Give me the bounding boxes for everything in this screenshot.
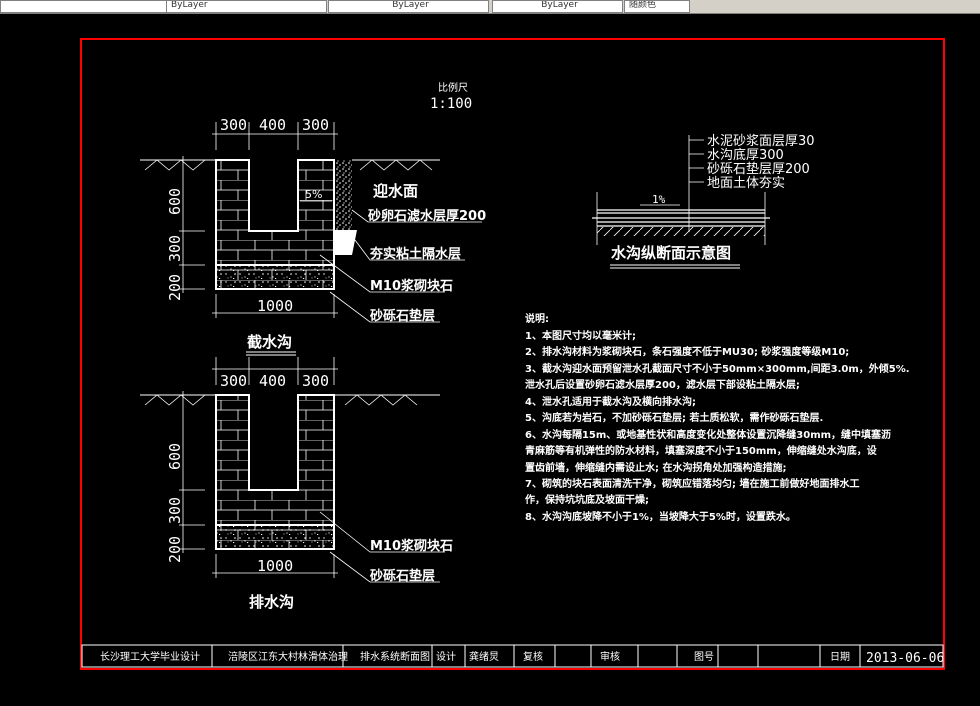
intercept-ditch-section: 300 400 300 600 300 200 1000 5% 迎水面 砂卵石滤… (140, 116, 486, 356)
longitudinal-section: 1% 水泥砂浆面层厚30 水沟底厚300 砂砾石垫层厚200 地面土体夯实 水沟… (592, 134, 815, 269)
color-dropdown[interactable]: ByLayer (166, 0, 327, 13)
designer-name: 龚绪炅 (469, 650, 499, 663)
dim-left-3: 200 (166, 274, 184, 301)
dim-top-2: 400 (259, 116, 286, 134)
scale-value: 1:100 (430, 96, 472, 112)
note-line: 泄水孔后设置砂卵石滤水层厚200，滤水层下部设粘土隔水层; (525, 378, 800, 391)
dim-top-3: 300 (302, 116, 329, 134)
drain-ditch-title: 排水沟 (249, 593, 294, 611)
review-label: 审核 (600, 650, 620, 663)
layer-label-bottom: 水沟底厚300 (707, 147, 784, 163)
lineweight-dropdown[interactable]: ByLayer (492, 0, 623, 13)
note-line: 4、泄水孔适用于截水沟及横向排水沟; (525, 395, 696, 408)
filter-layer (334, 160, 352, 230)
note-line: 青麻筋等有机弹性的防水材料，填塞深度不小于150mm，伸缩缝处水沟底，设 (525, 444, 877, 457)
notes: 说明: 1、本图尺寸均以毫米计; 2、排水沟材料为浆砌块石，条石强度不低于MU3… (525, 312, 910, 523)
note-line: 2、排水沟材料为浆砌块石，条石强度不低于MU30; 砂浆强度等级M10; (525, 345, 849, 358)
dim-bottom: 1000 (257, 297, 293, 315)
slope-label: 5% (305, 188, 322, 201)
note-line: 7、砌筑的块石表面清洗干净，砌筑应错落均匀; 墙在施工前做好地面排水工 (525, 477, 859, 490)
label-masonry: M10浆砌块石 (370, 538, 453, 554)
gravel-cushion-layer (215, 264, 335, 290)
layer-label-ground: 地面土体夯实 (707, 176, 785, 191)
intercept-ditch-title: 截水沟 (247, 333, 292, 351)
drawing-name: 排水系统断面图 (360, 650, 430, 663)
layer-label-mortar: 水泥砂浆面层厚30 (707, 134, 815, 149)
longitudinal-title: 水沟纵断面示意图 (611, 244, 731, 262)
number-label: 图号 (694, 651, 714, 663)
plotstyle-dropdown[interactable]: 随颜色 (624, 0, 690, 13)
dim-left-3: 200 (166, 536, 184, 563)
date-label: 日期 (830, 651, 850, 663)
title-block: 长沙理工大学毕业设计 涪陵区江东大村林滑体治理 排水系统断面图 设计 龚绪炅 复… (81, 644, 944, 668)
label-clay-layer: 夯实粘土隔水层 (369, 246, 461, 262)
note-line: 作，保持坑坑底及坡面干燥; (525, 493, 649, 506)
project-name: 涪陵区江东大村林滑体治理 (228, 650, 348, 663)
dim-left-2: 300 (166, 497, 184, 524)
dim-top-1: 300 (220, 372, 247, 390)
label-upstream-face: 迎水面 (373, 182, 418, 200)
note-line: 置齿前墙，伸缩缝内需设止水; 在水沟拐角处加强构造措施; (525, 461, 786, 474)
note-line: 3、截水沟迎水面预留泄水孔截面尺寸不小于50mm×300mm,间距3.0m，外倾… (525, 362, 910, 375)
notes-heading: 说明: (525, 312, 549, 325)
dim-left-1: 600 (166, 443, 184, 470)
dim-bottom: 1000 (257, 557, 293, 575)
drawing-frame (80, 38, 945, 670)
label-filter-layer: 砂卵石滤水层厚200 (367, 208, 486, 224)
note-line: 8、水沟沟底坡降不小于1%，当坡降大于5%时，设置跌水。 (525, 510, 796, 523)
dim-left-2: 300 (166, 235, 184, 262)
dim-top-1: 300 (220, 116, 247, 134)
scale-label: 比例尺 (438, 81, 468, 94)
layer-label-cushion: 砂砾石垫层厚200 (707, 161, 810, 177)
clay-layer (334, 230, 357, 255)
dim-left-1: 600 (166, 188, 184, 215)
design-label: 设计 (436, 650, 456, 663)
dim-top-2: 400 (259, 372, 286, 390)
school-name: 长沙理工大学毕业设计 (100, 650, 200, 663)
drawing-canvas[interactable]: 比例尺 1:100 300 400 300 600 300 200 1000 5… (0, 14, 980, 706)
slope-label: 1% (652, 193, 666, 206)
date-value: 2013-06-06 (866, 651, 944, 666)
label-cushion: 砂砾石垫层 (369, 568, 435, 584)
label-masonry: M10浆砌块石 (370, 278, 453, 294)
linetype-dropdown[interactable]: ByLayer (328, 0, 489, 13)
drain-ditch-section: 300 400 300 600 300 200 1000 M10浆砌块石 砂砾石… (140, 357, 453, 611)
note-line: 5、沟底若为岩石，不加砂砾石垫层; 若土质松软，需作砂砾石垫层. (525, 411, 823, 424)
properties-toolbar: ByLayer ByLayer ByLayer 随颜色 (0, 0, 980, 14)
dim-top-3: 300 (302, 372, 329, 390)
check-label: 复核 (523, 650, 543, 663)
note-line: 1、本图尺寸均以毫米计; (525, 329, 636, 342)
label-cushion: 砂砾石垫层 (369, 308, 435, 324)
note-line: 6、水沟每隔15m、或地基性状和高度变化处整体设置沉降缝30mm，缝中填塞沥 (525, 428, 891, 441)
